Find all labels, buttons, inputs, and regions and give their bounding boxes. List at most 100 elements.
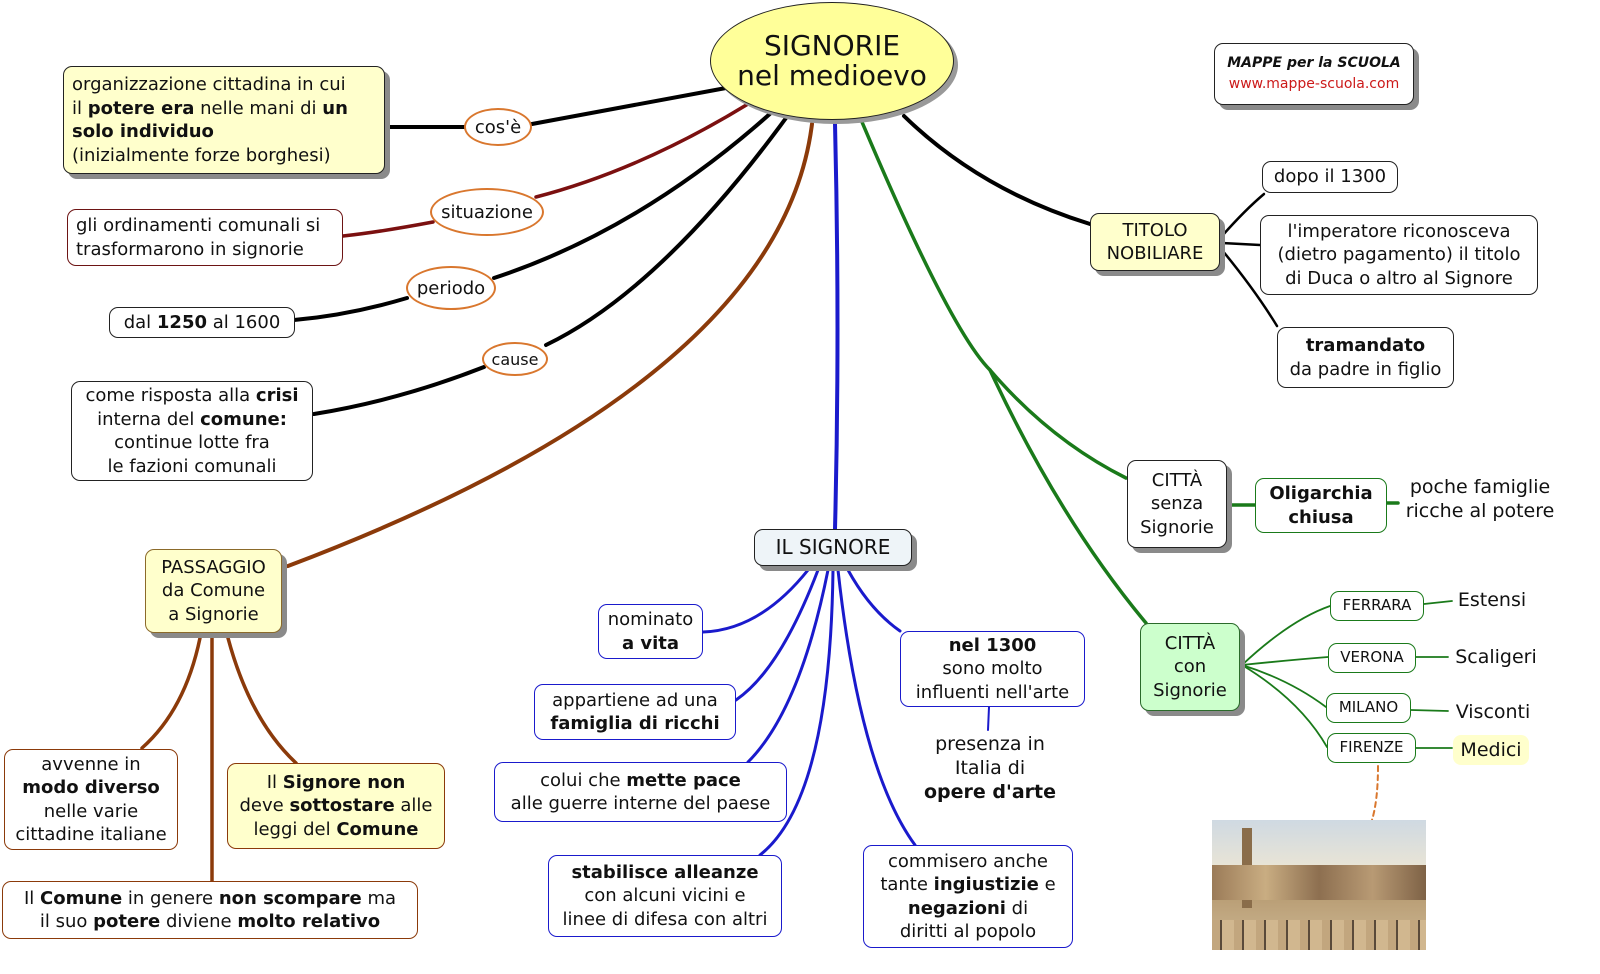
text-line: CITTÀ [1136,469,1218,493]
text-line: tramandato [1286,334,1445,358]
text: le fazioni comunali [107,455,277,477]
logo-url[interactable]: www.mappe-scuola.com [1228,76,1400,92]
bold-text: comune: [200,408,287,430]
text-line: solo individuo [72,120,376,144]
label-situazione[interactable]: situazione [430,188,544,236]
text-line: cittadine italiane [13,823,169,847]
city-ferrara[interactable]: FERRARA [1330,591,1424,621]
text: alle guerre interne del paese [510,793,771,814]
text: interna del [97,408,201,430]
text-line: negazioni di [872,897,1064,921]
text-line: con [1149,655,1231,679]
text-line: appartiene ad una [543,689,727,713]
text-line: Signorie [1149,679,1231,703]
text: l'imperatore riconosceva [1287,220,1511,242]
bold-text: potere [93,911,161,932]
bold-text: non scompare [218,887,362,909]
bold-text: chiusa [1288,506,1354,528]
text: il [72,97,88,119]
logo-box[interactable]: MAPPE per la SCUOLA www.mappe-scuola.com [1214,43,1414,105]
bold-text: a vita [621,632,680,654]
text: organizzazione cittadina in cui [72,74,346,95]
text-line: le fazioni comunali [80,455,304,479]
text-line: influenti nell'arte [909,681,1076,705]
text-line: stabilisce alleanze [557,861,773,885]
text-line: il potere era nelle mani di un [72,97,376,121]
text-line: da padre in figlio [1286,358,1445,382]
text: ricche al potere [1405,500,1555,522]
text: cittadine italiane [15,824,167,845]
text-line: l'imperatore riconosceva [1269,220,1529,244]
text: Il [266,771,283,793]
bold-text: Oligarchia [1269,483,1373,504]
label-cose-text: cos'è [474,116,522,138]
text-line: modo diverso [13,776,169,800]
text: deve [239,795,290,817]
family-medici[interactable]: Medici [1453,735,1529,765]
text-line: TITOLO [1099,219,1211,243]
bold-text: tramandato [1305,335,1426,356]
text: leggi del [253,818,337,840]
bold-text: mette pace [626,769,741,791]
label-periodo-text: periodo [416,277,486,299]
bold-text: solo individuo [72,121,214,142]
node-imperatore[interactable]: l'imperatore riconosceva(dietro pagament… [1260,215,1538,295]
text: TITOLO [1122,219,1188,241]
node-periodo[interactable]: dal 1250 al 1600 [109,307,295,338]
city-verona[interactable]: VERONA [1328,643,1416,673]
bold-text: opere d'arte [924,781,1056,803]
text-line: NOBILIARE [1099,242,1211,266]
bold-text: negazioni [907,897,1006,919]
text: dal [123,311,157,333]
text-line: di Duca o altro al Signore [1269,267,1529,291]
text-line: alle guerre interne del paese [503,792,778,816]
label-cause[interactable]: cause [482,342,548,376]
title-node[interactable]: SIGNORIE nel medioevo [710,2,954,120]
text-line: continue lotte fra [80,431,304,455]
florence-painting-image [1212,820,1426,950]
node-il-signore[interactable]: IL SIGNORE [754,529,912,566]
text-line: senza [1136,492,1218,516]
text-line: ricche al potere [1398,499,1562,523]
city-milano[interactable]: MILANO [1326,693,1411,723]
bold-text: stabilisce alleanze [571,861,759,883]
text-line: nominato [607,608,694,632]
family-estensi[interactable]: Estensi [1452,588,1532,612]
text-line: nelle varie [13,800,169,824]
city-firenze[interactable]: FIRENZE [1327,733,1416,763]
text: da padre in figlio [1289,358,1442,380]
label-periodo[interactable]: periodo [406,266,496,310]
text: come risposta alla [85,385,256,406]
text-line: trasformarono in signorie [76,238,334,262]
text: a Signorie [168,603,259,625]
text: commisero anche [888,850,1048,872]
family-scaligeri[interactable]: Scaligeri [1448,645,1544,669]
text: presenza in [935,733,1045,755]
text: nelle varie [43,800,139,822]
family-visconti[interactable]: Visconti [1450,700,1536,724]
node-dopo-1300[interactable]: dopo il 1300 [1262,161,1398,193]
bold-text: Comune [40,887,123,909]
text: il suo [39,911,94,932]
label-cose[interactable]: cos'è [464,108,532,146]
